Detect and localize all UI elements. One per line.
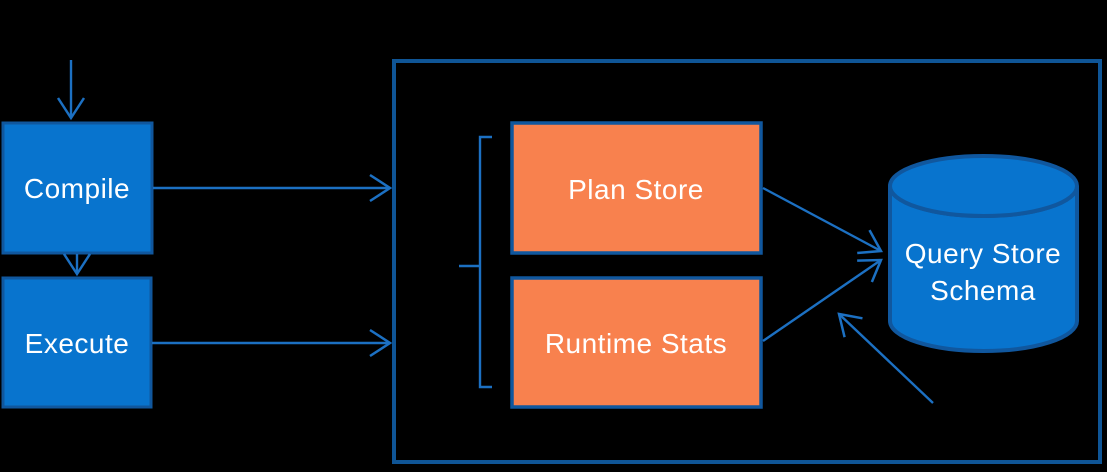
runtime-stats-box — [510, 276, 763, 409]
runtime-stats-label: Runtime Stats — [545, 328, 727, 359]
plan-store-to-schema-arrow — [762, 186, 884, 255]
database-cylinder-top — [888, 154, 1079, 218]
plan-store-label: Plan Store — [568, 174, 704, 205]
runtime-stats-to-schema-arrow — [762, 258, 883, 342]
database-cylinder-icon — [888, 154, 1079, 353]
query-store-schema-label-line1: Query Store — [905, 238, 1061, 269]
query-store-container-box — [392, 59, 1102, 464]
execute-box — [1, 276, 153, 409]
execute-label: Execute — [25, 328, 130, 359]
query-store-schema-label-line2: Schema — [930, 275, 1036, 306]
async-writeback-arrow — [837, 312, 934, 404]
group-bracket — [459, 135, 492, 389]
compile-box — [1, 121, 154, 255]
compile-label: Compile — [24, 173, 130, 204]
plan-store-box — [510, 121, 763, 255]
